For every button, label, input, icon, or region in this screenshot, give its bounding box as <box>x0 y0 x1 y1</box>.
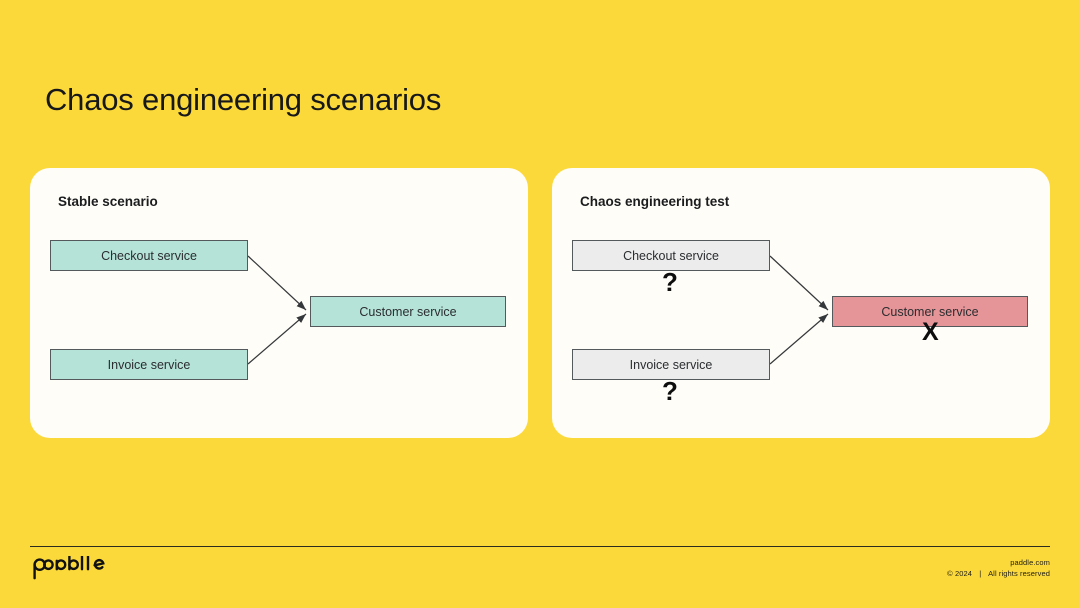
footer-rights: All rights reserved <box>988 568 1050 578</box>
footer-copyright: © 2024 <box>947 568 973 578</box>
node-invoice-service[interactable]: Invoice service <box>50 349 248 380</box>
footer-divider <box>30 546 1050 547</box>
footer-legal: © 2024 | All rights reserved <box>947 569 1050 580</box>
diagram-stable: Checkout service Invoice service Custome… <box>30 168 528 438</box>
arrow-invoice-to-customer <box>769 313 829 365</box>
footer-site-link[interactable]: paddle.com <box>1010 558 1050 567</box>
footer-separator: | <box>979 568 982 578</box>
diagram-chaos: Checkout service Invoice service Custome… <box>552 168 1050 438</box>
question-mark-checkout-icon: ? <box>662 267 678 297</box>
arrow-layer-chaos <box>769 255 829 365</box>
card-stable-scenario: Stable scenario Checkout service Invoice… <box>30 168 528 438</box>
node-invoice-service[interactable]: Invoice service <box>572 349 770 380</box>
card-heading-stable: Stable scenario <box>58 194 158 209</box>
node-customer-service[interactable]: Customer service <box>310 296 506 327</box>
footer-meta: paddle.com © 2024 | All rights reserved <box>947 558 1050 580</box>
node-checkout-service[interactable]: Checkout service <box>50 240 248 271</box>
node-checkout-service[interactable]: Checkout service <box>572 240 770 271</box>
page-title: Chaos engineering scenarios <box>45 82 442 117</box>
arrow-layer-stable <box>247 255 307 365</box>
arrow-checkout-to-customer <box>247 255 307 311</box>
arrow-invoice-to-customer <box>247 313 307 365</box>
question-mark-invoice-icon: ? <box>662 376 678 406</box>
arrow-checkout-to-customer <box>769 255 829 311</box>
card-heading-chaos: Chaos engineering test <box>580 194 730 209</box>
node-customer-service[interactable]: Customer service <box>832 296 1028 327</box>
card-chaos-engineering-test: Chaos engineering test Checkout service … <box>552 168 1050 438</box>
paddle-logo <box>31 555 109 580</box>
failure-cross-icon: X <box>922 318 939 346</box>
